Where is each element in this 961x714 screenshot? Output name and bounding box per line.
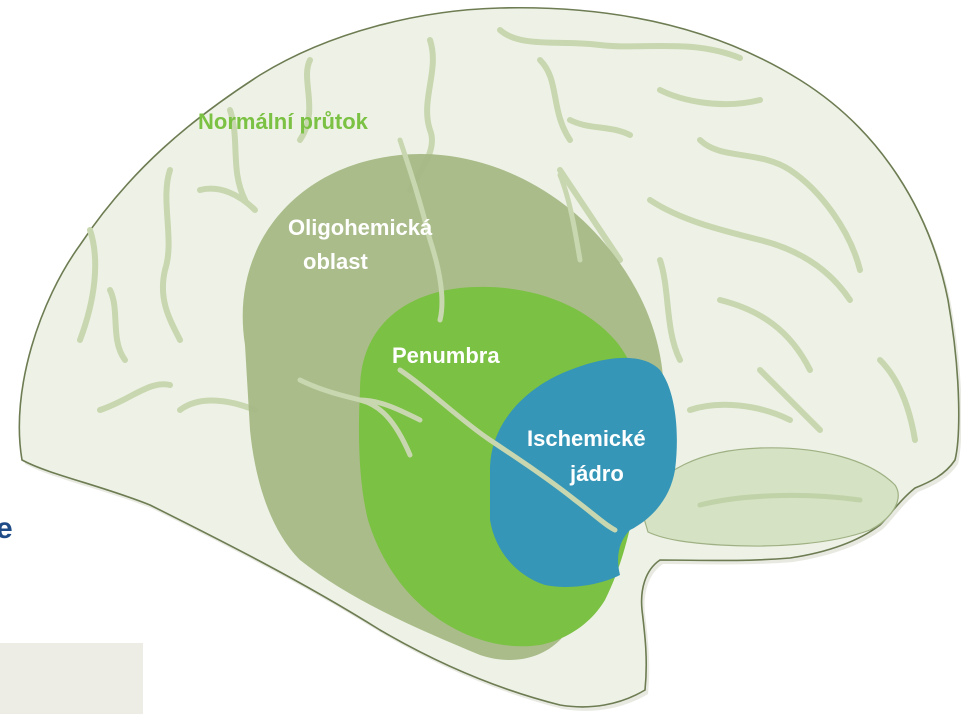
edge-text-fragment: e <box>0 512 13 545</box>
normal-flow-label: Normální průtok <box>198 109 369 134</box>
oligemic-label-line2: oblast <box>303 249 368 274</box>
penumbra-label: Penumbra <box>392 343 500 368</box>
core-label-line1: Ischemické <box>527 426 646 451</box>
edge-box <box>0 643 143 714</box>
core-label-line2: jádro <box>569 461 624 486</box>
oligemic-label-line1: Oligohemická <box>288 215 433 240</box>
